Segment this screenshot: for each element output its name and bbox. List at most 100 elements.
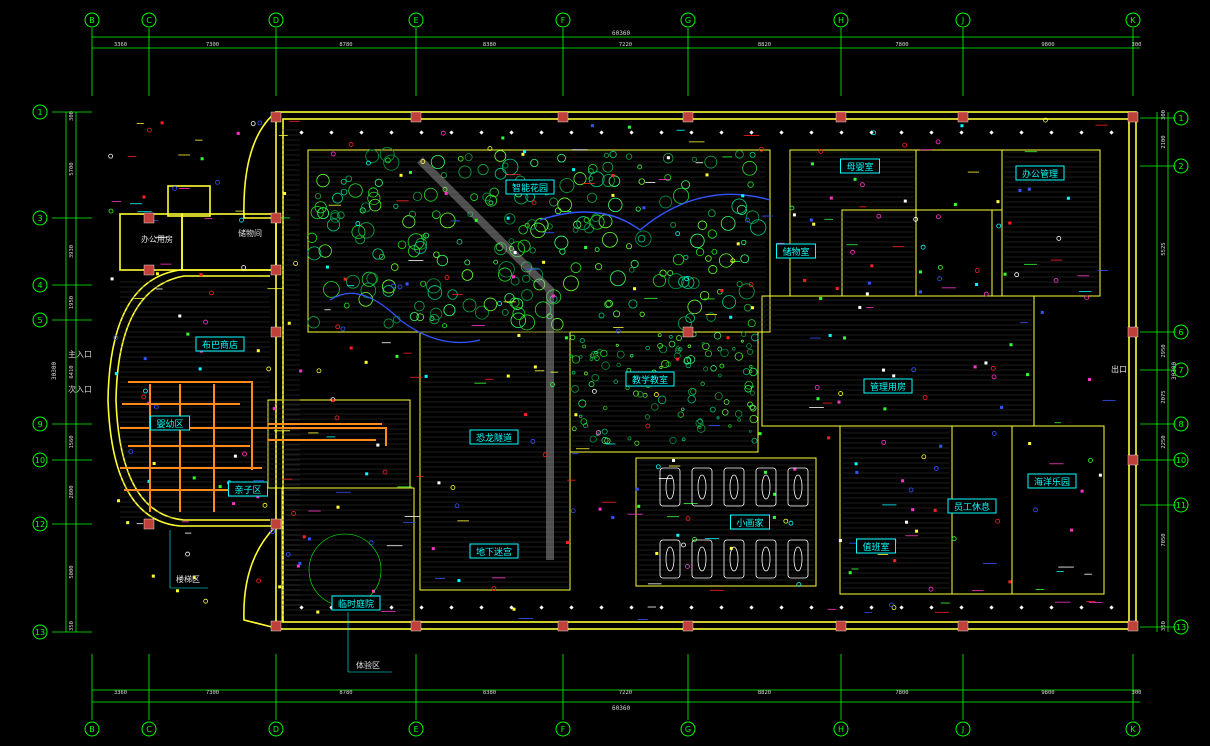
- axis-bubble-left: 3: [32, 210, 48, 226]
- room-label-office: 办公管理: [1015, 165, 1065, 181]
- dim-top: 3360: [114, 42, 127, 48]
- axis-bubble-right-label: 7: [1178, 366, 1183, 375]
- axis-bubble-right-label: 13: [1176, 623, 1186, 632]
- room-label-manager-room: 管理用房: [863, 378, 913, 394]
- dim-bottom: 9800: [1041, 690, 1054, 696]
- axis-bubble-left-label: 4: [37, 281, 42, 290]
- axis-bubble-bottom-label: H: [838, 725, 844, 734]
- axis-bubble-top: D: [268, 12, 284, 28]
- axis-bubble-right-label: 8: [1178, 420, 1183, 429]
- axis-bubble-right: 10: [1173, 452, 1189, 468]
- axis-bubble-bottom-label: B: [89, 725, 95, 734]
- axis-bubble-top: H: [833, 12, 849, 28]
- room-label-text: 小画家: [736, 517, 763, 529]
- dim-top: 9800: [1041, 42, 1054, 48]
- axis-bubble-left-label: 1: [37, 108, 42, 117]
- dim-right: 2950: [1161, 344, 1167, 357]
- dim-right: 350: [1161, 621, 1167, 631]
- axis-bubble-bottom: B: [84, 721, 100, 737]
- fixture-symbols: [108, 117, 1116, 620]
- axis-bubble-left: 5: [32, 312, 48, 328]
- axis-bubble-right: 11: [1173, 497, 1189, 513]
- axis-bubble-bottom: G: [680, 721, 696, 737]
- axis-bubble-right-label: 1: [1178, 114, 1183, 123]
- room-label-text: 员工休息: [954, 501, 990, 513]
- room-label-parent-child: 亲子区: [228, 481, 268, 497]
- room-label-garden: 智能花园: [505, 179, 555, 195]
- room-label-staff: 员工休息: [947, 498, 997, 514]
- dim-right: 7050: [1161, 533, 1167, 546]
- axis-bubble-bottom-label: J: [961, 725, 964, 734]
- grid-lines: [65, 36, 1169, 703]
- room-label-text: 智能花园: [512, 182, 548, 194]
- room-label-ocean: 海洋乐园: [1027, 473, 1077, 489]
- label-right: 出口: [1111, 364, 1127, 374]
- side-labels: 办公用房 储物间 主入口 次入口 楼梯区 体验区 出口: [68, 228, 1127, 673]
- room-label-text: 地下迷宫: [476, 546, 512, 558]
- room-label-text: 办公管理: [1022, 168, 1058, 180]
- axis-bubble-bottom-label: G: [685, 725, 691, 734]
- room-label-underground: 地下迷宫: [469, 543, 519, 559]
- room-label-text: 布巴商店: [202, 339, 238, 351]
- dim-bottom: 8380: [483, 690, 496, 696]
- room-label-text: 海洋乐园: [1034, 476, 1070, 488]
- axis-bubble-top-label: B: [89, 16, 95, 25]
- outer-wall: [107, 111, 1137, 630]
- garden-foliage: [306, 147, 771, 560]
- room-label-storage: 储物室: [776, 243, 816, 259]
- axis-bubble-top-label: D: [273, 16, 279, 25]
- dim-right: 2075: [1161, 390, 1167, 403]
- axis-bubble-right: 8: [1173, 416, 1189, 432]
- dim-bottom: 3360: [114, 690, 127, 696]
- axis-bubble-bottom-label: F: [561, 725, 566, 734]
- dim-top: 8820: [758, 42, 771, 48]
- axis-bubble-right: 7: [1173, 362, 1189, 378]
- dim-right: 2250: [1161, 435, 1167, 448]
- axis-bubble-top-label: K: [1130, 16, 1136, 25]
- room-label-text: 教学教室: [632, 374, 668, 386]
- total-dim-top: 60360: [612, 30, 630, 37]
- dim-left: 300: [69, 111, 75, 121]
- room-label-duty-room: 值班室: [856, 538, 896, 554]
- room-label-mother-baby: 母婴室: [840, 158, 880, 174]
- axis-bubble-left: 1: [32, 104, 48, 120]
- room-label-text: 管理用房: [870, 381, 906, 393]
- axis-bubble-right-label: 6: [1178, 328, 1183, 337]
- axis-bubble-top-label: G: [685, 16, 691, 25]
- axis-bubble-right-label: 2: [1178, 162, 1183, 171]
- axis-bubble-left: 12: [32, 516, 48, 532]
- axis-bubble-right-label: 11: [1176, 501, 1186, 510]
- axis-bubble-left-label: 9: [37, 420, 42, 429]
- axis-bubble-left-label: 12: [35, 520, 45, 529]
- axis-bubble-left: 13: [32, 624, 48, 640]
- axis-bubble-left-label: 3: [37, 214, 42, 223]
- axis-bubble-left: 4: [32, 277, 48, 293]
- axis-bubble-left: 9: [32, 416, 48, 432]
- dim-bottom: 7220: [619, 690, 632, 696]
- axis-bubble-bottom: K: [1125, 721, 1141, 737]
- label-left-top: 办公用房: [141, 234, 173, 244]
- axis-bubble-bottom-label: C: [146, 725, 152, 734]
- axis-bubble-right: 1: [1173, 110, 1189, 126]
- label-left-top2: 储物间: [238, 228, 262, 238]
- axis-bubble-top-label: H: [838, 16, 844, 25]
- dim-top: 7220: [619, 42, 632, 48]
- axis-bubble-bottom: E: [408, 721, 424, 737]
- axis-bubble-top-label: J: [961, 16, 964, 25]
- interior-walls: [267, 149, 1105, 623]
- room-label-class-a: 教学教室: [625, 371, 675, 387]
- room-label-text: 储物室: [782, 246, 809, 258]
- label-leader-1: 楼梯区: [176, 574, 200, 584]
- dim-top: 7300: [206, 42, 219, 48]
- dim-top: 300: [1132, 42, 1142, 48]
- dim-left: 350: [69, 621, 75, 631]
- axis-bubble-top: E: [408, 12, 424, 28]
- axis-bubble-top-label: E: [413, 16, 418, 25]
- dim-top: 7800: [895, 42, 908, 48]
- room-labels: 智能花园布巴商店婴幼区亲子区临时庭院恐龙隧道地下迷宫教学教室小画家海洋乐园值班室…: [150, 158, 1077, 611]
- room-label-lin-ting: 临时庭院: [331, 595, 381, 611]
- room-label-text: 亲子区: [234, 484, 261, 496]
- dim-left: 3930: [69, 245, 75, 258]
- axis-bubble-top: B: [84, 12, 100, 28]
